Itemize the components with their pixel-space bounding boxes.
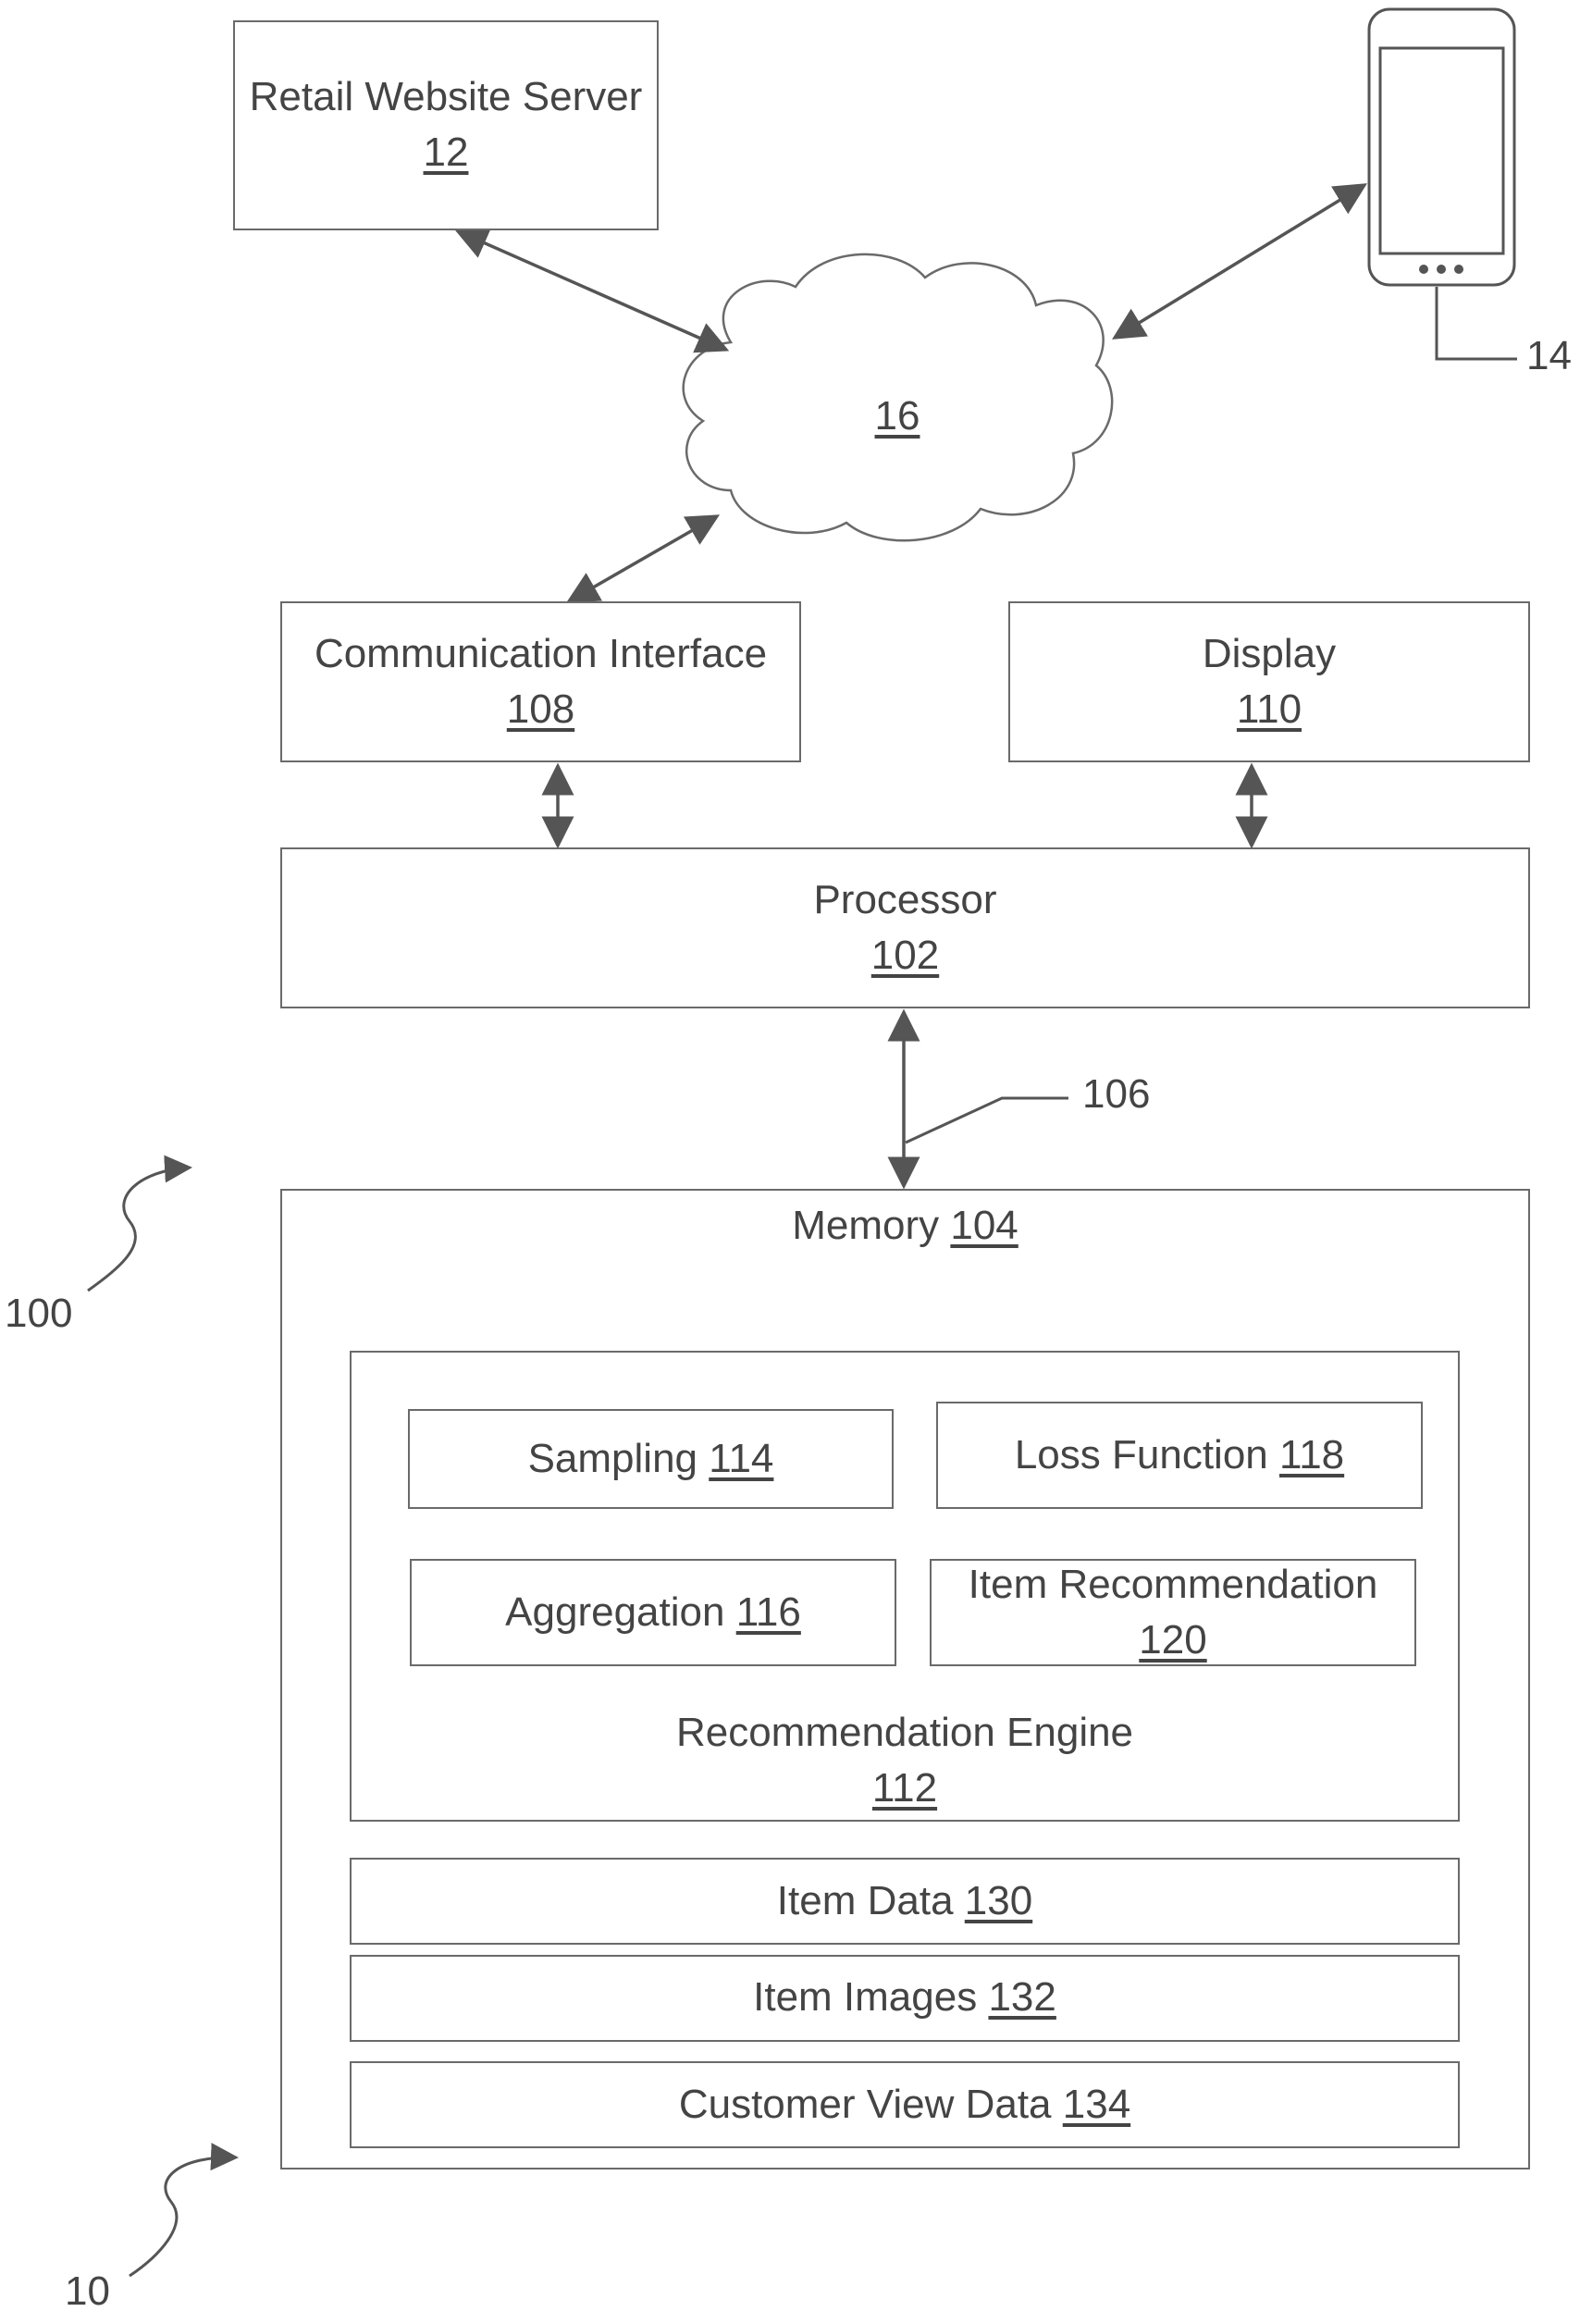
- communication-interface-title: Communication Interface: [314, 631, 768, 676]
- memory-ref: 104: [950, 1203, 1018, 1248]
- network-label: 16: [833, 389, 962, 444]
- recommendation-engine-label: Recommendation Engine 112: [350, 1705, 1460, 1816]
- system-ref-label: 100: [5, 1291, 73, 1336]
- item-images-title: Item Images: [753, 1974, 978, 2020]
- item-images-label: Item Images 132: [350, 1970, 1460, 2025]
- server-network-arrow: [454, 228, 730, 353]
- item-data-label: Item Data 130: [350, 1873, 1460, 1929]
- sampling-ref: 114: [709, 1436, 774, 1481]
- processor-title: Processor: [813, 877, 997, 922]
- recommendation-engine-title: Recommendation Engine: [675, 1710, 1134, 1755]
- loss-function-box: [936, 1402, 1423, 1509]
- network-ref: 16: [874, 393, 920, 439]
- communication-interface-label: Communication Interface 108: [280, 626, 801, 737]
- aggregation-label: Aggregation 116: [410, 1585, 896, 1640]
- item-images-ref: 132: [988, 1974, 1056, 2020]
- customer-view-data-title: Customer View Data: [678, 2082, 1052, 2127]
- overall-squiggle-arrow: [129, 2143, 239, 2278]
- loss-function-ref: 118: [1279, 1432, 1345, 1477]
- item-recommendation-label: Item Recommendation 120: [930, 1557, 1416, 1668]
- retail-website-server-title: Retail Website Server: [249, 74, 643, 119]
- memory-label: Memory 104: [280, 1198, 1530, 1254]
- item-recommendation-ref: 120: [1139, 1617, 1207, 1663]
- display-box: [1008, 601, 1530, 762]
- item-images-box: [350, 1955, 1460, 2042]
- comm-network-arrow: [565, 514, 721, 603]
- communication-interface-ref: 108: [506, 686, 575, 732]
- device-ref-label: 14: [1526, 333, 1572, 378]
- loss-function-label: Loss Function 118: [936, 1428, 1423, 1483]
- loss-function-title: Loss Function: [1014, 1432, 1268, 1477]
- display-label: Display 110: [1008, 626, 1530, 737]
- customer-view-data-box: [350, 2061, 1460, 2148]
- bus-ref-label: 106: [1082, 1071, 1151, 1117]
- item-recommendation-box: [930, 1559, 1416, 1666]
- processor-box: [280, 847, 1530, 1008]
- processor-ref: 102: [870, 933, 940, 978]
- sampling-title: Sampling: [527, 1436, 698, 1481]
- sampling-box: [408, 1409, 894, 1509]
- retail-website-server-box: [233, 20, 659, 230]
- customer-view-data-ref: 134: [1062, 2082, 1131, 2127]
- system-squiggle-arrow: [87, 1155, 192, 1292]
- overall-ref-label: 10: [65, 2268, 110, 2314]
- aggregation-ref: 116: [735, 1589, 801, 1635]
- device-leader-line: [1435, 287, 1517, 361]
- customer-view-data-label: Customer View Data 134: [350, 2077, 1460, 2132]
- display-ref: 110: [1236, 686, 1302, 732]
- aggregation-box: [410, 1559, 896, 1666]
- aggregation-title: Aggregation: [505, 1589, 725, 1635]
- recommendation-engine-ref: 112: [871, 1765, 938, 1811]
- item-data-box: [350, 1858, 1460, 1945]
- device-network-arrow: [1112, 183, 1367, 340]
- item-data-title: Item Data: [776, 1878, 954, 1923]
- retail-website-server-label: Retail Website Server 12: [233, 69, 659, 180]
- bus-leader-line: [905, 1096, 1068, 1144]
- communication-interface-box: [280, 601, 801, 762]
- sampling-label: Sampling 114: [408, 1431, 894, 1487]
- item-recommendation-title: Item Recommendation: [968, 1562, 1378, 1607]
- memory-title: Memory: [792, 1203, 940, 1248]
- retail-website-server-ref: 12: [423, 130, 469, 175]
- display-title: Display: [1202, 631, 1337, 676]
- smartphone-icon: [1367, 7, 1516, 287]
- processor-label: Processor 102: [280, 872, 1530, 983]
- item-data-ref: 130: [964, 1878, 1033, 1923]
- network-cloud-shape: [682, 253, 1114, 542]
